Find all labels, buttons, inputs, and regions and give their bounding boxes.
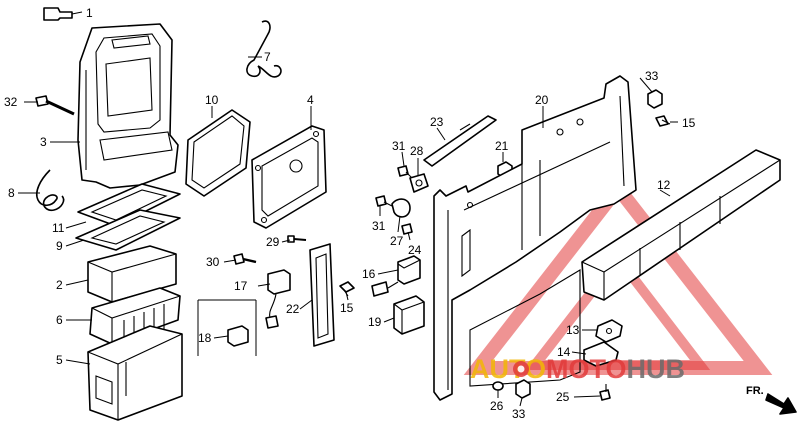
label-33: 33: [645, 69, 659, 83]
part-23-bar: [423, 115, 497, 167]
label-3: 3: [40, 135, 47, 149]
part-8-wire: [35, 169, 65, 212]
label-30: 30: [206, 255, 220, 269]
label-24: 24: [408, 243, 422, 257]
direction-label: FR.: [746, 385, 764, 397]
front-direction-arrow: [765, 393, 797, 415]
part-16-relay: [371, 255, 421, 297]
label-14: 14: [557, 345, 571, 359]
part-29-screw: [287, 235, 307, 243]
label-29: 29: [266, 235, 280, 249]
label-33: 33: [512, 407, 526, 421]
leader-lines: [18, 56, 678, 407]
watermark-moto: MOTO: [546, 354, 627, 384]
watermark-triangle: [463, 176, 773, 375]
watermark-hub: HUB: [627, 354, 686, 384]
label-15: 15: [682, 116, 696, 130]
part-9-frame: [75, 209, 181, 251]
label-18: 18: [198, 331, 212, 345]
label-17: 17: [234, 279, 248, 293]
label-31: 31: [392, 139, 406, 153]
label-21: 21: [495, 139, 509, 153]
part-22-rail: [309, 243, 335, 347]
part-4-cover: [251, 125, 327, 229]
label-20: 20: [535, 93, 549, 107]
label-8: 8: [8, 186, 15, 200]
label-6: 6: [56, 313, 63, 327]
label-23: 23: [430, 115, 444, 129]
part-5-lower-box: [87, 325, 183, 421]
part-18-connector: [227, 325, 249, 347]
label-25: 25: [556, 390, 570, 404]
part-33-nut-lower: [515, 379, 531, 399]
watermark-auto: AUTO: [470, 354, 546, 384]
part-27-clamp: [391, 198, 411, 218]
part-17-relay: [265, 269, 291, 329]
label-1: 1: [86, 6, 93, 20]
label-15: 15: [340, 301, 354, 315]
watermark-text: AUTOMOTOHUB: [470, 354, 685, 384]
label-28: 28: [410, 144, 424, 158]
label-9: 9: [56, 239, 63, 253]
part-7-wire: [246, 20, 282, 78]
part-14-bracket: [583, 341, 619, 367]
part-10-gasket: [185, 109, 251, 197]
label-2: 2: [56, 278, 63, 292]
gear-icon: [513, 361, 529, 377]
part-13-bracket: [595, 319, 623, 343]
part-15-bolt-lower: [339, 281, 355, 297]
label-22: 22: [286, 302, 300, 316]
part-19-relay: [393, 295, 425, 335]
label-12: 12: [657, 178, 671, 192]
part-labels: 1 7 33 32 10 4 20 15 3 23 31 28 21 12 8 …: [4, 6, 764, 421]
part-25-bolt: [599, 384, 611, 401]
label-11: 11: [52, 221, 65, 235]
part-30-screw: [233, 253, 257, 265]
part-31-screw-lower: [375, 195, 393, 207]
label-5: 5: [56, 353, 63, 367]
part-11-gasket: [77, 183, 181, 227]
label-10: 10: [205, 93, 219, 107]
part-15-bolt-upper: [655, 115, 671, 127]
label-7: 7: [264, 50, 271, 64]
label-13: 13: [566, 323, 580, 337]
part-31-screw-upper: [397, 165, 413, 179]
part-3-case: [77, 23, 179, 189]
label-32: 32: [4, 95, 18, 109]
part-20-cover: [433, 75, 637, 401]
part-32-screw: [35, 95, 75, 116]
part-24-screw: [401, 223, 413, 235]
label-4: 4: [307, 93, 314, 107]
part-33-nut-upper: [647, 89, 663, 109]
part-1-clip: [43, 7, 83, 21]
label-26: 26: [490, 399, 504, 413]
part-28-bracket: [409, 173, 429, 193]
watermark: AUTOMOTOHUB: [470, 354, 685, 384]
bracket-lines-18: [197, 299, 257, 356]
label-31: 31: [372, 219, 386, 233]
label-19: 19: [368, 315, 382, 329]
part-12-long-cover: [581, 149, 781, 301]
label-16: 16: [362, 267, 376, 281]
part-2-block: [87, 245, 177, 303]
label-27: 27: [390, 234, 404, 248]
